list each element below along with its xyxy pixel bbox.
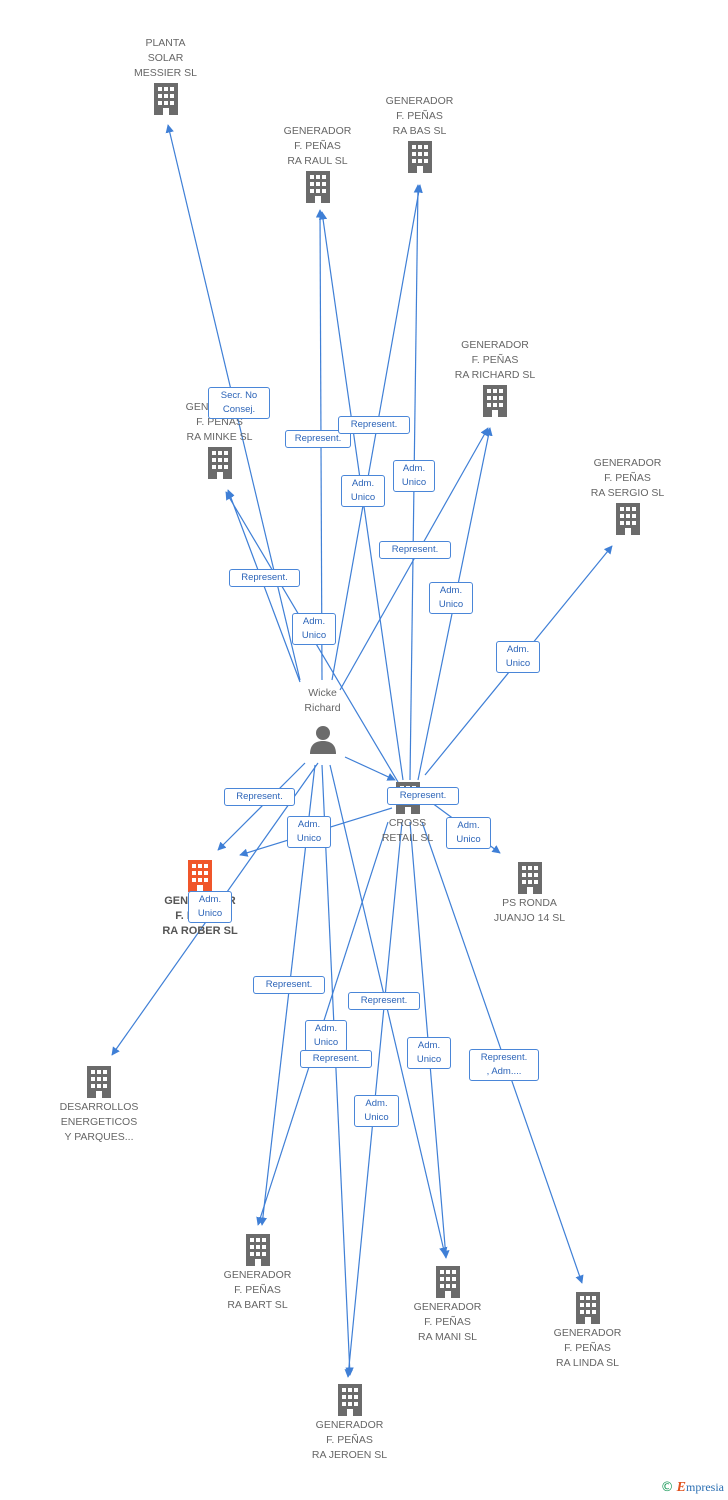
- node-label: PS RONDA JUANJO 14 SL: [493, 897, 566, 924]
- edge-label-adm-unico[interactable]: Adm. Unico: [446, 817, 491, 849]
- edge-label-represent[interactable]: Represent.: [379, 541, 451, 559]
- edge-label-represent[interactable]: Represent.: [253, 976, 325, 994]
- node-planta-solar[interactable]: PLANTA SOLAR MESSIER SL: [118, 36, 213, 117]
- building-icon: [517, 862, 542, 894]
- building-icon: [337, 1384, 362, 1416]
- node-linda[interactable]: GENERADOR F. PEÑAS RA LINDA SL: [540, 1290, 635, 1371]
- edge-label-adm-unico[interactable]: Adm. Unico: [354, 1095, 399, 1127]
- node-ps-ronda[interactable]: PS RONDA JUANJO 14 SL: [482, 860, 577, 926]
- person-name: Wicke Richard: [304, 687, 341, 714]
- building-icon: [188, 860, 212, 892]
- building-icon: [407, 141, 432, 173]
- edge-label-adm-unico[interactable]: Adm. Unico: [496, 641, 540, 673]
- brand-initial: E: [676, 1480, 686, 1495]
- node-bas[interactable]: GENERADOR F. PEÑAS RA BAS SL: [372, 94, 467, 175]
- person-icon: [309, 726, 336, 754]
- edge-label-represent[interactable]: Represent.: [338, 416, 410, 434]
- edge-label-adm-unico[interactable]: Adm. Unico: [305, 1020, 347, 1052]
- edge-label-represent[interactable]: Represent.: [229, 569, 300, 587]
- node-sergio[interactable]: GENERADOR F. PEÑAS RA SERGIO SL: [580, 456, 675, 537]
- edge-label-adm-unico[interactable]: Adm. Unico: [429, 582, 473, 614]
- node-richard-sl[interactable]: GENERADOR F. PEÑAS RA RICHARD SL: [445, 338, 545, 419]
- node-label: GENERADOR F. PEÑAS RA LINDA SL: [553, 1327, 622, 1369]
- building-icon: [153, 83, 178, 115]
- brand-name: mpresia: [686, 1480, 724, 1494]
- edge-label-adm-unico[interactable]: Adm. Unico: [188, 891, 232, 923]
- copyright-icon: ©: [660, 1480, 674, 1495]
- edge-richard-jeroen: [321, 764, 354, 1376]
- edge-label-secr-no-consej[interactable]: Secr. No Consej.: [208, 387, 270, 419]
- edge-label-adm-unico[interactable]: Adm. Unico: [393, 460, 435, 492]
- building-icon: [87, 1066, 111, 1098]
- node-bart[interactable]: GENERADOR F. PEÑAS RA BART SL: [210, 1232, 305, 1313]
- edge-label-represent[interactable]: Represent.: [285, 430, 351, 448]
- building-icon: [245, 1234, 270, 1266]
- node-label: GENERADOR F. PEÑAS RA RICHARD SL: [454, 339, 536, 381]
- node-label: PLANTA SOLAR MESSIER SL: [133, 37, 198, 79]
- node-label: CROSS RETAIL SL: [381, 817, 434, 844]
- edge-label-represent[interactable]: Represent.: [348, 992, 420, 1010]
- edge-label-represent[interactable]: Represent.: [300, 1050, 372, 1068]
- node-jeroen[interactable]: GENERADOR F. PEÑAS RA JEROEN SL: [302, 1382, 397, 1463]
- node-label: GENERADOR F. PEÑAS RA JEROEN SL: [311, 1419, 388, 1461]
- building-icon: [483, 385, 507, 417]
- node-label: GENERADOR F. PEÑAS RA RAUL SL: [283, 125, 352, 167]
- edge-label-represent[interactable]: Represent.: [224, 788, 295, 806]
- edge-richard-richardsl: [339, 427, 489, 691]
- node-label: GENERADOR F. PEÑAS RA SERGIO SL: [590, 457, 665, 499]
- node-label: DESARROLLOS ENERGETICOS Y PARQUES...: [59, 1101, 139, 1143]
- node-desarrollos[interactable]: DESARROLLOS ENERGETICOS Y PARQUES...: [50, 1064, 148, 1145]
- node-mani[interactable]: GENERADOR F. PEÑAS RA MANI SL: [400, 1264, 495, 1345]
- edge-label-adm-unico[interactable]: Adm. Unico: [287, 816, 331, 848]
- edge-label-adm-unico[interactable]: Adm. Unico: [292, 613, 336, 645]
- node-raul[interactable]: GENERADOR F. PEÑAS RA RAUL SL: [270, 124, 365, 205]
- node-label: GENERADOR F. PEÑAS RA BAS SL: [385, 95, 454, 137]
- edge-richard-mani: [329, 764, 448, 1256]
- node-label: GENERADOR F. PEÑAS RA BART SL: [223, 1269, 292, 1311]
- brand-footer: ©Empresia: [661, 1480, 724, 1496]
- node-label: GENERADOR F. PEÑAS RA MANI SL: [413, 1301, 482, 1343]
- building-icon: [305, 171, 330, 203]
- building-icon: [575, 1292, 600, 1324]
- building-icon: [207, 447, 232, 479]
- edge-label-represent-adm[interactable]: Represent. , Adm....: [469, 1049, 539, 1081]
- edge-label-adm-unico[interactable]: Adm. Unico: [341, 475, 385, 507]
- building-icon: [615, 503, 640, 535]
- edge-richard-cross: [344, 756, 396, 781]
- building-icon: [435, 1266, 460, 1298]
- edge-richard-rober-a: [217, 762, 306, 851]
- edge-label-adm-unico[interactable]: Adm. Unico: [407, 1037, 451, 1069]
- node-person-wicke-richard[interactable]: Wicke Richard: [285, 686, 360, 756]
- edge-label-represent[interactable]: Represent.: [387, 787, 459, 805]
